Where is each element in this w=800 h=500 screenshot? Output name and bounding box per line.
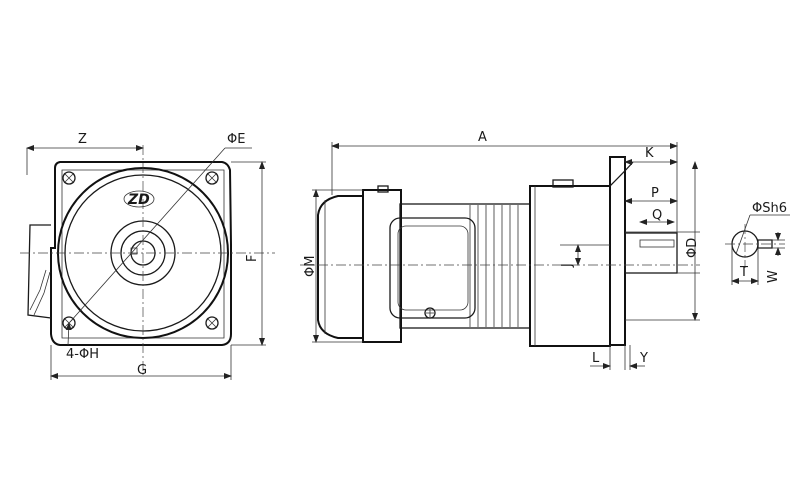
shaft-section: ΦSh6 T W <box>725 201 790 285</box>
cable-line-2 <box>33 271 51 316</box>
label-e: ΦE <box>227 132 245 147</box>
front-view: ZD Z ΦE F G 4-ΦH <box>20 132 275 380</box>
side-view: A K P Q ΦM J ΦD L Y <box>300 130 700 370</box>
motor-housing <box>362 189 402 343</box>
bolt-hole <box>62 171 76 185</box>
flange-inner-edge <box>61 169 225 339</box>
logo-text: ZD <box>127 192 150 208</box>
label-h: 4-ΦH <box>66 347 99 362</box>
shaft-leader <box>735 214 751 255</box>
bolt-hole <box>205 316 219 330</box>
cable-line <box>29 269 47 311</box>
label-f: F <box>245 255 260 262</box>
bolt-hole <box>205 171 219 185</box>
label-w: W <box>766 270 781 283</box>
label-g: G <box>137 363 147 378</box>
label-y: Y <box>639 351 648 366</box>
motor-terminal-box <box>377 185 389 193</box>
label-d: ΦD <box>685 238 700 258</box>
hole-leader <box>65 322 72 346</box>
terminal-box <box>27 224 52 319</box>
shaft-key <box>130 247 138 255</box>
output-shaft <box>624 232 678 274</box>
label-j: J <box>560 263 575 268</box>
label-k: K <box>645 146 654 161</box>
label-q: Q <box>652 208 662 223</box>
terminal-window <box>389 217 476 319</box>
output-flange <box>609 156 626 346</box>
brand-logo: ZD <box>123 190 155 208</box>
flange-outline <box>50 161 232 346</box>
label-s: ΦSh6 <box>752 201 787 216</box>
motor-body <box>399 203 531 329</box>
label-t: T <box>739 265 748 280</box>
terminal-window-inner <box>397 225 469 311</box>
gearbox-boss <box>552 179 574 188</box>
label-p: P <box>651 186 659 201</box>
label-m: ΦM <box>303 256 318 277</box>
label-z: Z <box>78 132 87 147</box>
label-l: L <box>592 351 600 366</box>
diameter-leader-e <box>69 147 226 323</box>
cooling-fins <box>469 205 519 327</box>
output-shaft-key <box>639 239 675 248</box>
label-a: A <box>478 130 487 145</box>
flange-rib <box>609 161 634 187</box>
screw <box>424 307 436 319</box>
